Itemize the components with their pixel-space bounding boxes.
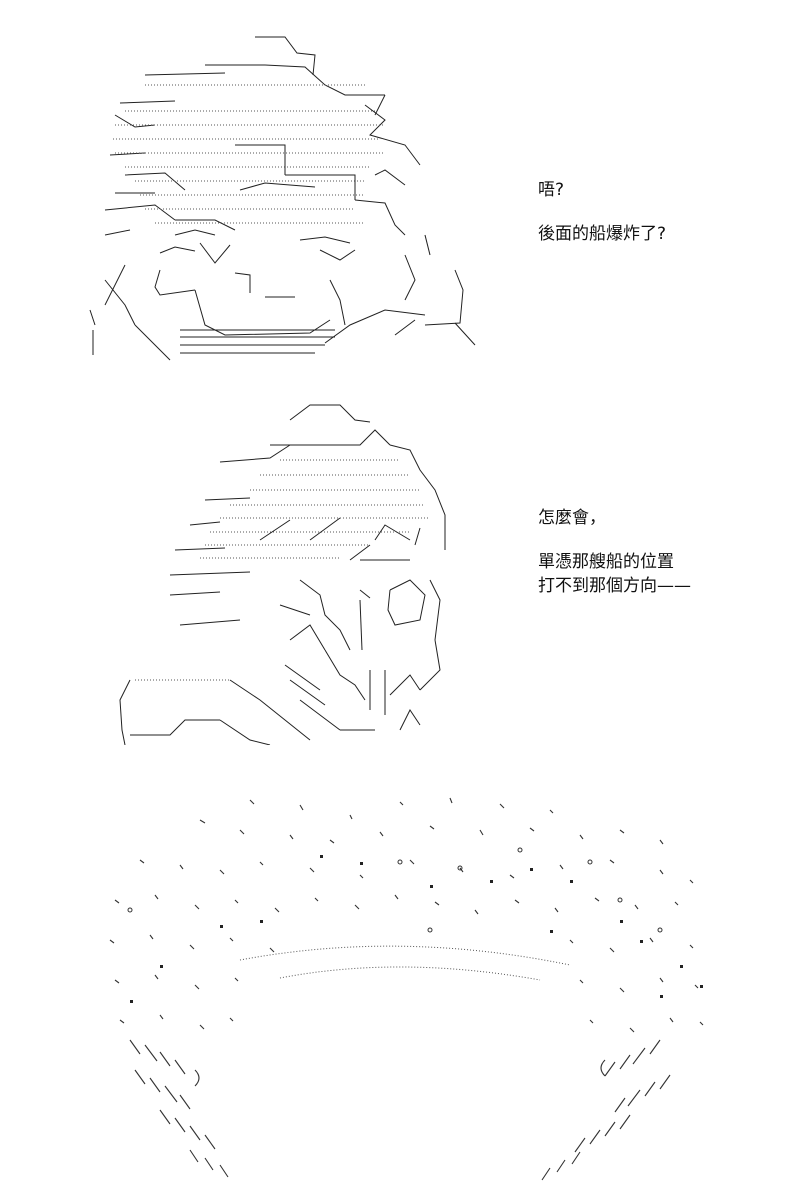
speech-line: 怎麼會， <box>538 508 606 528</box>
speech-text-2: 怎麼會， 單憑那艘船的位置 打不到那個方向—— <box>538 506 691 598</box>
panel-1: 唔? 後面的船爆炸了? <box>0 0 800 380</box>
speech-line: 後面的船爆炸了? <box>538 224 667 244</box>
panel-2: 怎麼會， 單憑那艘船的位置 打不到那個方向—— <box>0 380 800 760</box>
speech-line: 唔? <box>538 180 565 200</box>
speech-text-1: 唔? 後面的船爆炸了? <box>538 178 666 246</box>
ascii-art-face-frowning <box>89 36 476 361</box>
panel-3 <box>0 770 800 1190</box>
speech-line: 打不到那個方向—— <box>538 576 691 596</box>
ascii-art-face-profile <box>119 404 446 745</box>
ascii-art-explosion-burst <box>109 797 704 1181</box>
speech-line: 單憑那艘船的位置 <box>538 552 674 572</box>
